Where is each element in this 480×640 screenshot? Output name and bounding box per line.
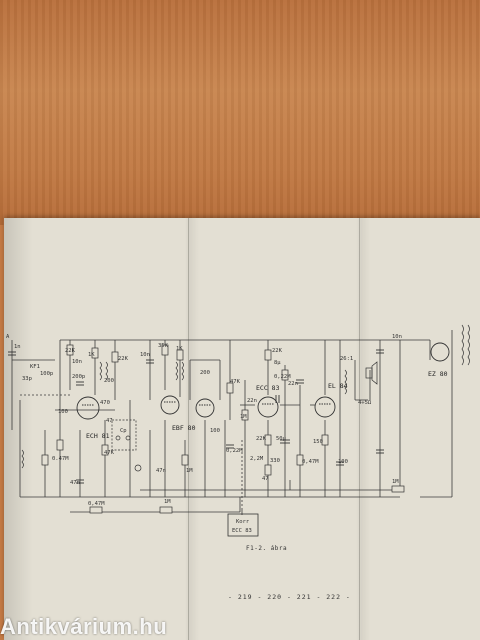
label-r47: 47 [262,476,269,482]
label-r26: 26:1 [340,356,353,362]
label-r047m-3: 0,47M [302,459,319,465]
label-korr-tube: ECC 83 [232,528,252,534]
label-r47k-2: 47K [230,379,241,385]
tube-ez80 [430,342,450,362]
label-r1k-1: 1K [88,352,95,358]
page-numbers: - 219 - 220 - 221 - 222 - [228,593,351,601]
watermark-logo: Antikvárium.hu [0,614,168,639]
label-r22k-4: 22K [256,436,267,442]
label-c22n-2: 22n [288,381,298,387]
label-c10n-3: 10n [392,334,402,340]
label-r022m: 0,22M [226,448,243,454]
book-page [4,218,480,640]
label-c200-2: 200 [200,370,210,376]
label-ez80: EZ 80 [428,370,448,378]
label-antenna-n: 1n [14,344,21,350]
wooden-table-background [0,0,480,225]
tube-ecc83 [257,396,279,418]
label-c100-1: 100 [58,409,68,415]
label-antenna-a: A [6,334,10,340]
label-korr: Korr [236,519,250,525]
page-shading [4,218,480,640]
label-r22k-2: 22K [118,356,129,362]
label-r1m-4: 1M [392,479,399,485]
label-c100-3: 100 [338,459,348,465]
label-r047m-2: 0,47M [88,501,105,507]
label-c100p: 100p [40,371,53,377]
label-c50u: 50μ [276,436,287,442]
label-r22k-3: 22K [272,348,283,354]
label-r1m-3: 1M [240,414,247,420]
tube-ebf80-b [195,398,215,418]
label-r047m-1: 0.47M [52,456,69,462]
page-fold-1 [188,218,189,640]
figure-caption: F1-2. ábra [246,545,288,552]
label-r1k-2: 1K [176,346,183,352]
label-c470: 470 [100,400,110,406]
label-r1m-2: 1M [186,468,193,474]
tube-ebf80-a [160,395,180,415]
label-ebf80: EBF 80 [172,424,196,432]
label-r150: 150 [313,439,323,445]
korr-box [227,513,259,537]
label-spk: 4÷5Ω [358,400,372,406]
label-r22k-1: 22K [65,348,76,354]
label-c47n: 47n [70,480,80,486]
label-c100-2: 100 [210,428,220,434]
page-fold-2 [359,218,360,640]
label-c200-1: 200 [104,378,114,384]
label-r22m: 2,2M [250,456,264,462]
label-c33p: 33p [22,376,32,382]
label-c47: 47 [106,418,113,424]
label-ecc83: ECC 83 [256,384,280,392]
label-r1m-1: 1M [164,499,171,505]
label-cp: Cp [120,428,127,434]
label-c47n-2: 47n [156,468,166,474]
label-c8u: 8μ [274,360,281,366]
label-ech81: ECH 81 [86,432,110,440]
label-r47k: 47K [104,450,115,456]
tube-ech81 [76,396,100,420]
label-r022m-2: 0,22M [274,374,291,380]
label-c10n-1: 10n [72,359,82,365]
label-r35k: 35K [158,343,169,349]
tube-el84 [314,396,336,418]
label-c22n-1: 22n [247,398,257,404]
label-r330: 330 [270,458,280,464]
label-c200p: 200p [72,374,85,380]
label-kf1: KF1 [30,364,40,370]
label-el84: EL 84 [328,382,348,390]
label-c10n-2: 10n [140,352,150,358]
